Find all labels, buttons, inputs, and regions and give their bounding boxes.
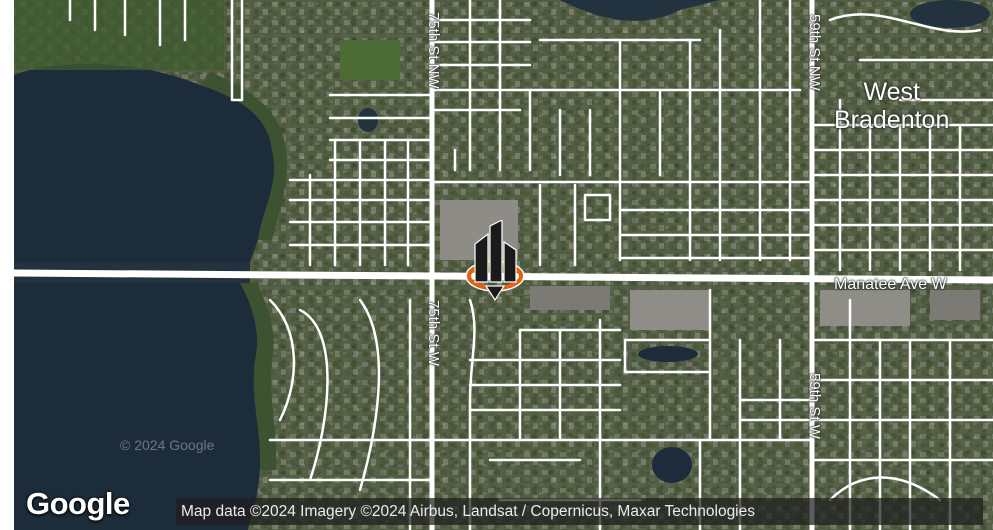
google-logo: Google <box>26 486 130 521</box>
road-label-manatee-ave-w: Manatee Ave W <box>834 276 947 293</box>
imagery-watermark: © 2024 Google <box>120 437 215 453</box>
map-attribution: Map data ©2024 Imagery ©2024 Airbus, Lan… <box>176 498 983 525</box>
road-label-75th-st-w: 75th St W <box>425 300 442 366</box>
place-label-line1: West <box>863 78 920 106</box>
road-label-75th-st-nw: 75th St NW <box>425 12 442 89</box>
place-label-west-bradenton[interactable]: West Bradenton <box>834 78 949 134</box>
road-label-59th-st-w: 59th St W <box>806 373 823 439</box>
place-label-line2: Bradenton <box>834 106 950 134</box>
building-pin-icon[interactable] <box>462 220 528 310</box>
road-label-59th-st-nw: 59th St NW <box>806 14 823 91</box>
